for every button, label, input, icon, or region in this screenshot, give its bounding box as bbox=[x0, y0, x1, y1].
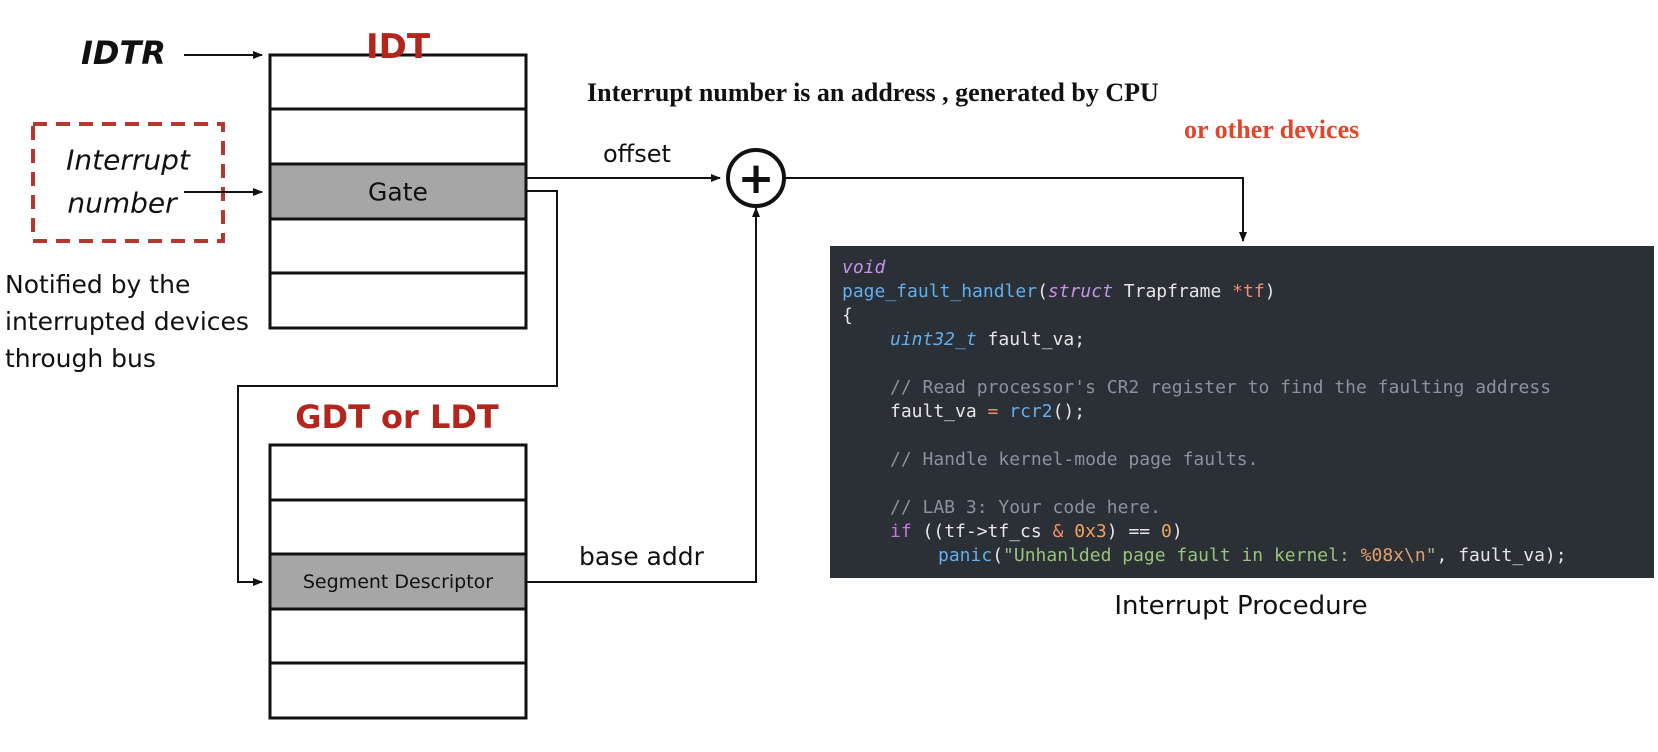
code-comment-cr2: // Read processor's CR2 register to find… bbox=[890, 377, 1552, 398]
gdt-row-2 bbox=[268, 498, 528, 556]
code-comment-lab: // LAB 3: Your code here. bbox=[890, 497, 1161, 518]
code-token-if-mid: ) == bbox=[1106, 521, 1161, 542]
code-token-if-zero: 0 bbox=[1160, 521, 1172, 542]
notified-line1: Notified by the bbox=[5, 270, 191, 299]
code-token-fn-name: page_fault_handler bbox=[842, 281, 1038, 302]
code-comment-kernel: // Handle kernel-mode page faults. bbox=[890, 449, 1259, 470]
idt-table bbox=[268, 53, 528, 330]
code-token-rcr2: rcr2 bbox=[1009, 401, 1053, 422]
idt-row-5 bbox=[268, 271, 528, 330]
code-token-panic-str-end: " bbox=[1425, 545, 1437, 566]
segment-descriptor-label: Segment Descriptor bbox=[302, 571, 494, 593]
code-token-uint-type: uint32_t bbox=[890, 329, 977, 350]
code-panel: void page_fault_handler(struct Trapframe… bbox=[830, 246, 1654, 578]
code-line-12: if ((tf->tf_cs & 0x3) == 0) bbox=[842, 520, 1654, 544]
sum-to-procedure-arrow bbox=[785, 177, 1247, 242]
idtr-label: IDTR bbox=[81, 34, 166, 72]
plus-circle bbox=[726, 148, 786, 208]
idt-title: IDT bbox=[365, 27, 431, 67]
gdt-row-5 bbox=[268, 661, 528, 720]
code-token-ptr-arg: *tf bbox=[1232, 281, 1265, 302]
code-token-if-hex: 0x3 bbox=[1063, 521, 1107, 542]
code-token-decl-var: fault_va; bbox=[976, 329, 1086, 350]
code-token-brace-open: { bbox=[842, 305, 853, 326]
idt-row-2 bbox=[268, 107, 528, 166]
code-token-assign-end: (); bbox=[1052, 401, 1086, 422]
gdt-row-1 bbox=[268, 443, 528, 502]
interrupt-procedure-label: Interrupt Procedure bbox=[1114, 591, 1368, 621]
interrupt-number-dashed-box bbox=[31, 122, 225, 243]
code-token-panic: panic bbox=[938, 545, 993, 566]
interrupt-number-label-line1: Interrupt bbox=[66, 143, 190, 177]
code-token-if-close: ) bbox=[1171, 521, 1183, 542]
code-line-13: panic("Unhanlded page fault in kernel: %… bbox=[842, 544, 1654, 568]
code-token-if-amp: & bbox=[1052, 521, 1064, 542]
code-line-3: { bbox=[842, 304, 1654, 328]
code-token-trapframe: Trapframe bbox=[1112, 281, 1233, 302]
code-token-struct: struct bbox=[1047, 281, 1113, 302]
code-token-if-open: ((tf->tf_cs bbox=[911, 521, 1053, 542]
code-token-panic-str: "Unhanlded page fault in kernel: bbox=[1003, 545, 1361, 566]
code-line-1: void bbox=[842, 256, 1654, 280]
idt-row-1 bbox=[268, 53, 528, 111]
notified-line2: interrupted devices bbox=[5, 307, 249, 336]
gate-to-segment-arrow bbox=[237, 190, 558, 586]
code-token-panic-open: ( bbox=[992, 545, 1004, 566]
code-line-4: uint32_t fault_va; bbox=[842, 328, 1654, 352]
code-token-assign-eq: = bbox=[987, 401, 999, 422]
base-addr-arrow bbox=[526, 207, 760, 583]
gdt-row-4 bbox=[268, 607, 528, 665]
base-addr-label: base addr bbox=[579, 542, 704, 571]
notified-line3: through bus bbox=[5, 344, 156, 373]
gdt-ldt-title: GDT or LDT bbox=[295, 398, 499, 436]
headline-extra-text: or other devices bbox=[1184, 115, 1360, 144]
code-line-7: fault_va = rcr2(); bbox=[842, 400, 1654, 424]
headline-text: Interrupt number is an address , generat… bbox=[587, 78, 1159, 107]
gdt-table bbox=[268, 443, 528, 720]
code-line-5-blank bbox=[842, 352, 1654, 376]
code-line-2: page_fault_handler(struct Trapframe *tf) bbox=[842, 280, 1654, 304]
code-token-panic-end: , fault_va); bbox=[1436, 545, 1567, 566]
gate-label: Gate bbox=[368, 177, 428, 207]
plus-icon: + bbox=[738, 153, 775, 204]
interrupt-number-label-line2: number bbox=[67, 186, 177, 220]
code-token-void: void bbox=[842, 257, 886, 278]
idt-row-4 bbox=[268, 217, 528, 275]
code-token-if: if bbox=[890, 521, 912, 542]
code-token-paren-close: ) bbox=[1264, 281, 1276, 302]
offset-label: offset bbox=[603, 140, 671, 168]
code-line-10-blank bbox=[842, 472, 1654, 496]
code-token-paren-open: ( bbox=[1037, 281, 1048, 302]
code-token-assign-lhs: fault_va bbox=[890, 401, 988, 422]
gdt-segment-row bbox=[268, 552, 528, 611]
code-token-panic-fmt: %08x\n bbox=[1360, 545, 1426, 566]
code-line-8-blank bbox=[842, 424, 1654, 448]
